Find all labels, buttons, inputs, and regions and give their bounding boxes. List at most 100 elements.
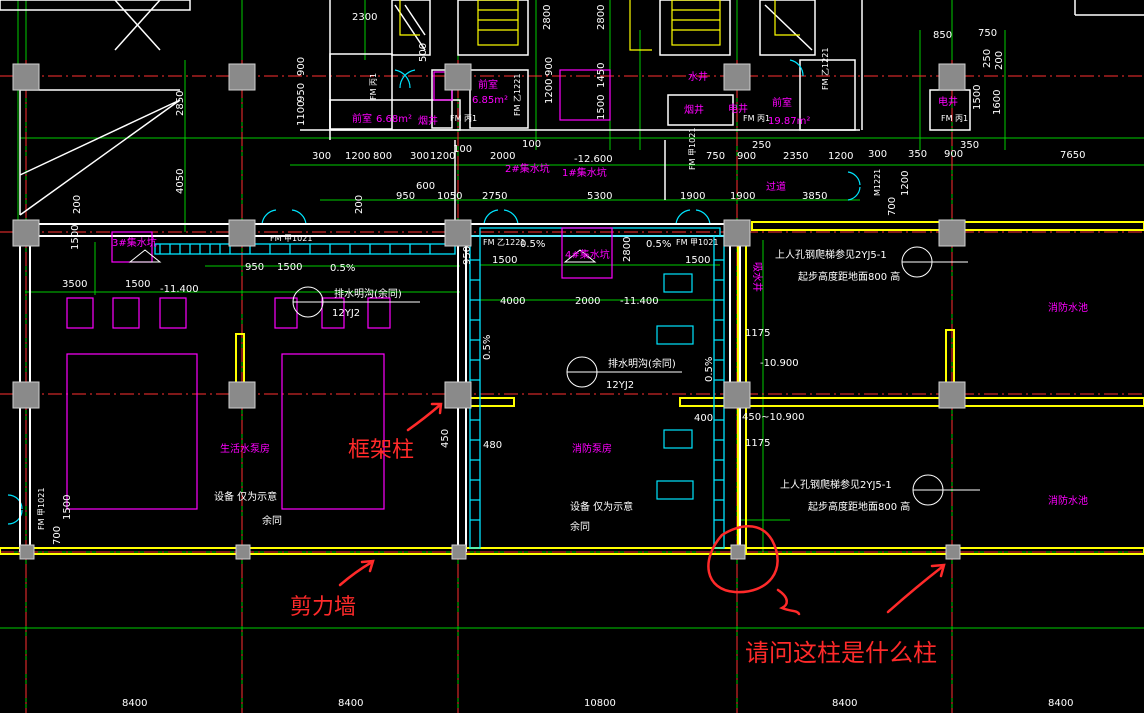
svg-text:FM 丙1: FM 丙1 bbox=[450, 114, 477, 123]
note-equipment-1: 设备 仅为示意 bbox=[214, 490, 277, 503]
note-grade-5: 0.5% bbox=[704, 357, 715, 382]
note-equipment-1b: 余同 bbox=[262, 514, 282, 527]
room-labels: 前室 6.85m² 前室 6.68m² 前室 19.87m² 水井 电井 电井 … bbox=[112, 70, 1088, 507]
room-vestibule-2: 前室 bbox=[352, 112, 372, 125]
column-c1 bbox=[444, 63, 472, 91]
svg-text:2300: 2300 bbox=[352, 12, 377, 23]
svg-text:1200: 1200 bbox=[345, 151, 370, 162]
room-fire-pool-1: 消防水池 bbox=[1048, 301, 1088, 314]
note-equipment-2b: 余同 bbox=[570, 520, 590, 533]
drainage-ditches bbox=[154, 227, 725, 549]
room-sump-2: 2#集水坑 bbox=[505, 162, 550, 175]
svg-text:3850: 3850 bbox=[802, 191, 827, 202]
note-elev-2: -11.400 bbox=[620, 296, 659, 307]
room-vestibule-2-area: 6.68m² bbox=[376, 114, 412, 125]
column-d1 bbox=[723, 63, 751, 91]
svg-text:1200: 1200 bbox=[544, 79, 555, 104]
column-e3 bbox=[938, 381, 966, 409]
column-a1 bbox=[12, 63, 40, 91]
note-grade-4: 0.5% bbox=[482, 335, 493, 360]
svg-text:400: 400 bbox=[694, 413, 713, 424]
svg-text:10800: 10800 bbox=[584, 698, 616, 709]
svg-text:3500: 3500 bbox=[62, 279, 87, 290]
svg-text:900: 900 bbox=[944, 149, 963, 160]
column-b1 bbox=[228, 63, 256, 91]
room-fire-pool-2: 消防水池 bbox=[1048, 494, 1088, 507]
svg-text:1500: 1500 bbox=[70, 225, 81, 250]
room-vestibule-3: 前室 bbox=[772, 96, 792, 109]
svg-text:350: 350 bbox=[908, 149, 927, 160]
note-detail-ref-2: 12YJ2 bbox=[606, 380, 634, 391]
svg-text:200: 200 bbox=[72, 195, 83, 214]
svg-text:FM 丙1: FM 丙1 bbox=[743, 114, 770, 123]
dimension-text-row1: 300 1200 800 300 1200 100 2000 100 750 9… bbox=[312, 139, 1085, 162]
dimension-text-top: 2300 2800 2800 1450 950 1100 900 1500 12… bbox=[72, 5, 1005, 214]
svg-text:500: 500 bbox=[418, 43, 429, 62]
svg-text:600: 600 bbox=[416, 181, 435, 192]
column-e4 bbox=[945, 544, 961, 560]
svg-text:750: 750 bbox=[978, 28, 997, 39]
note-grade-3: 0.5% bbox=[646, 239, 671, 250]
svg-text:300: 300 bbox=[868, 149, 887, 160]
room-sump-1: 1#集水坑 bbox=[562, 166, 607, 179]
column-c3 bbox=[444, 381, 472, 409]
svg-text:4050: 4050 bbox=[175, 169, 186, 194]
svg-text:2850: 2850 bbox=[175, 91, 186, 116]
door-code-text: FM 丙1 FM 乙1221 FM 甲1021 FM 乙1221 FM 甲102… bbox=[37, 48, 968, 530]
room-pump-fire: 消防泵房 bbox=[572, 442, 612, 455]
stair-cores bbox=[399, 0, 800, 51]
note-grade-1: 0.5% bbox=[330, 263, 355, 274]
column-c4 bbox=[451, 544, 467, 560]
column-b3 bbox=[228, 381, 256, 409]
note-elev-4: 450~10.900 bbox=[742, 412, 804, 423]
svg-text:1175: 1175 bbox=[745, 438, 770, 449]
label-question: 请问这柱是什么柱 bbox=[745, 639, 937, 667]
svg-text:1500: 1500 bbox=[125, 279, 150, 290]
room-vestibule-1-area: 6.85m² bbox=[472, 95, 508, 106]
svg-text:850: 850 bbox=[933, 30, 952, 41]
note-ladder-2b: 起步高度距地面800 高 bbox=[808, 500, 910, 513]
svg-text:950: 950 bbox=[462, 246, 473, 265]
note-equipment-2: 设备 仅为示意 bbox=[570, 500, 633, 513]
svg-text:900: 900 bbox=[296, 57, 307, 76]
svg-text:800: 800 bbox=[373, 151, 392, 162]
dimension-text-inner: 3500 1500 950 1500 1500 4000 2000 2800 1… bbox=[52, 225, 770, 545]
svg-text:8400: 8400 bbox=[1048, 698, 1073, 709]
svg-text:1600: 1600 bbox=[992, 90, 1003, 115]
note-elev-5: -12.600 bbox=[574, 154, 613, 165]
arrow-frame-column bbox=[406, 403, 442, 432]
room-water-well: 水井 bbox=[688, 70, 708, 83]
svg-text:2000: 2000 bbox=[575, 296, 600, 307]
svg-text:1900: 1900 bbox=[730, 191, 755, 202]
svg-text:700: 700 bbox=[52, 526, 63, 545]
svg-text:750: 750 bbox=[706, 151, 725, 162]
note-ladder-1: 上人孔钢爬梯参见2YJ5-1 bbox=[775, 248, 887, 261]
svg-text:1450: 1450 bbox=[596, 63, 607, 88]
svg-text:2800: 2800 bbox=[596, 5, 607, 30]
column-a2 bbox=[12, 219, 40, 247]
room-elec-well-1: 电井 bbox=[728, 102, 748, 115]
column-d4 bbox=[730, 544, 746, 560]
svg-text:M1221: M1221 bbox=[873, 169, 882, 196]
room-smoke-well-2: 烟井 bbox=[684, 103, 704, 116]
dimension-text-row2: 950 600 1050 2750 5300 1900 1900 3850 20… bbox=[354, 171, 911, 216]
note-ladder-2: 上人孔钢爬梯参见2YJ5-1 bbox=[780, 478, 892, 491]
svg-text:2350: 2350 bbox=[783, 151, 808, 162]
room-elec-well-2: 电井 bbox=[938, 95, 958, 108]
note-drain-ditch-2: 排水明沟(余同) bbox=[608, 357, 676, 370]
svg-text:900: 900 bbox=[737, 151, 756, 162]
columns bbox=[12, 63, 966, 560]
svg-text:900: 900 bbox=[544, 57, 555, 76]
column-e1 bbox=[938, 63, 966, 91]
svg-text:100: 100 bbox=[522, 139, 541, 150]
svg-text:FM 乙1221: FM 乙1221 bbox=[513, 74, 522, 116]
room-water-shaft: 吸水井 bbox=[751, 262, 764, 292]
svg-text:1500: 1500 bbox=[972, 85, 983, 110]
room-vestibule-1: 前室 bbox=[478, 78, 498, 91]
svg-text:450: 450 bbox=[440, 429, 451, 448]
svg-text:300: 300 bbox=[410, 151, 429, 162]
svg-text:FM 甲1021: FM 甲1021 bbox=[688, 128, 697, 170]
svg-text:8400: 8400 bbox=[122, 698, 147, 709]
svg-text:1200: 1200 bbox=[900, 171, 911, 196]
svg-text:1200: 1200 bbox=[828, 151, 853, 162]
